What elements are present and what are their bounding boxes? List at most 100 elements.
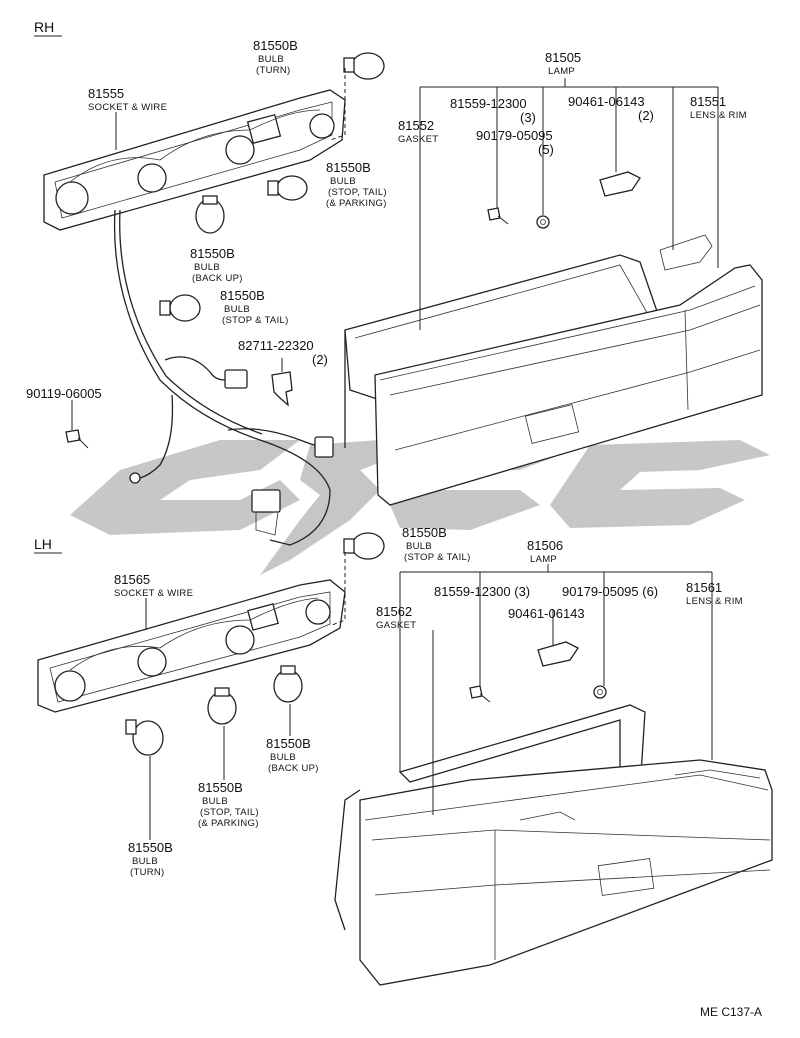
svg-text:BULB: BULB [132, 856, 158, 867]
svg-text:81505: 81505 [545, 50, 581, 65]
svg-text:81552: 81552 [398, 118, 434, 133]
svg-text:BULB: BULB [258, 54, 284, 65]
svg-text:81562: 81562 [376, 604, 412, 619]
section-label-lh: LH [34, 536, 62, 554]
lh-bulb-back-up-label: 81550B BULB (BACK UP) [266, 736, 319, 774]
svg-text:(BACK UP): (BACK UP) [192, 273, 243, 284]
rh-lens-label: 81551 LENS & RIM [690, 94, 747, 121]
lh-gasket-label: 81562 GASKET [376, 604, 416, 631]
lh-screw-shape [469, 685, 491, 703]
rh-connector-3 [251, 489, 281, 536]
lh-bulb-turn-shape [125, 719, 164, 756]
rh-lens-rim-shape [374, 234, 763, 506]
watermark-shape-4 [550, 440, 770, 528]
lh-lamp-label: 81506 LAMP [527, 538, 563, 565]
svg-text:81559-12300 (3): 81559-12300 (3) [434, 584, 530, 599]
rh-socket-plate [43, 89, 346, 231]
rh-screw-label: 81559-12300 (3) [450, 96, 536, 125]
svg-text:LENS & RIM: LENS & RIM [690, 110, 747, 121]
svg-text:BULB: BULB [406, 541, 432, 552]
rh-bulb-turn-label: 81550B BULB (TURN) [253, 38, 298, 76]
svg-text:90119-06005: 90119-06005 [26, 386, 102, 401]
rh-bulb-back-up-label: 81550B BULB (BACK UP) [190, 246, 243, 284]
rh-bolt-shape [65, 429, 89, 449]
svg-text:81555: 81555 [88, 86, 124, 101]
rh-bulb-back-up-shape [195, 195, 225, 234]
rh-bulb-turn-shape [343, 52, 385, 80]
svg-text:(& PARKING): (& PARKING) [198, 818, 259, 829]
lh-bulb-turn-label: 81550B BULB (TURN) [128, 840, 173, 878]
rh-clip-label: 90461-06143 (2) [568, 94, 654, 123]
rh-clip-shape [599, 171, 641, 197]
lh-clip-shape [537, 641, 579, 667]
rh-bulb-stop-tail-shape [159, 294, 201, 322]
svg-text:BULB: BULB [224, 304, 250, 315]
svg-text:81506: 81506 [527, 538, 563, 553]
svg-text:81550B: 81550B [326, 160, 371, 175]
lh-bulb-back-up-shape [273, 665, 303, 703]
svg-text:81561: 81561 [686, 580, 722, 595]
svg-text:81550B: 81550B [253, 38, 298, 53]
svg-text:81550B: 81550B [128, 840, 173, 855]
svg-text:90461-06143: 90461-06143 [568, 94, 645, 109]
svg-text:81565: 81565 [114, 572, 150, 587]
svg-text:81559-12300: 81559-12300 [450, 96, 527, 111]
svg-text:LAMP: LAMP [530, 554, 557, 565]
lh-clip-label: 90461-06143 [508, 606, 585, 621]
svg-text:(STOP, TAIL): (STOP, TAIL) [200, 807, 259, 818]
svg-text:LH: LH [34, 536, 52, 552]
svg-text:BULB: BULB [270, 752, 296, 763]
lh-bulb-stop-tail-parking-shape [207, 687, 237, 725]
rh-connector-1 [224, 369, 248, 389]
rh-connector-2 [314, 436, 334, 458]
rh-socket-label: 81555 SOCKET & WIRE [88, 86, 167, 113]
rh-lamp-label: 81505 LAMP [545, 50, 581, 77]
svg-text:90179-05095: 90179-05095 [476, 128, 553, 143]
svg-text:(BACK UP): (BACK UP) [268, 763, 319, 774]
lh-bulb-stop-tail-center-label: 81550B BULB (STOP & TAIL) [402, 525, 471, 563]
svg-text:BULB: BULB [330, 176, 356, 187]
rh-bulb-stop-tail-parking-label: 81550B BULB (STOP, TAIL) (& PARKING) [326, 160, 387, 209]
svg-text:RH: RH [34, 19, 54, 35]
watermark-shape-2 [260, 440, 400, 575]
section-label-rh: RH [34, 19, 62, 37]
svg-text:(2): (2) [638, 108, 654, 123]
lh-socket-plate [37, 579, 346, 713]
rh-screw-shape [487, 207, 509, 225]
lh-screw-label: 81559-12300 (3) [434, 584, 530, 599]
rh-connector-label: 82711-22320 (2) [238, 338, 328, 367]
lh-bulb-stop-tail-center-shape [343, 532, 385, 560]
leader-lines [71, 78, 719, 840]
svg-text:81550B: 81550B [402, 525, 447, 540]
svg-text:(STOP, TAIL): (STOP, TAIL) [328, 187, 387, 198]
rh-bulb-stop-tail-label: 81550B BULB (STOP & TAIL) [220, 288, 289, 326]
svg-text:82711-22320: 82711-22320 [238, 338, 314, 353]
svg-text:(3): (3) [520, 110, 536, 125]
rh-bulb-stop-tail-parking-shape [267, 175, 308, 201]
svg-text:(TURN): (TURN) [130, 867, 165, 878]
rh-nut-shape [536, 215, 550, 229]
svg-text:GASKET: GASKET [398, 134, 438, 145]
svg-text:81550B: 81550B [266, 736, 311, 751]
diagram-code: ME C137-A [700, 1005, 762, 1019]
svg-text:(TURN): (TURN) [256, 65, 291, 76]
rh-ground-terminal [129, 472, 141, 484]
svg-text:(STOP & TAIL): (STOP & TAIL) [222, 315, 289, 326]
svg-text:81550B: 81550B [198, 780, 243, 795]
lh-nut-shape [593, 685, 607, 699]
watermark-shape-1 [70, 440, 300, 535]
svg-text:LENS & RIM: LENS & RIM [686, 596, 743, 607]
svg-text:90179-05095 (6): 90179-05095 (6) [562, 584, 658, 599]
svg-text:(STOP & TAIL): (STOP & TAIL) [404, 552, 471, 563]
svg-text:GASKET: GASKET [376, 620, 416, 631]
svg-text:SOCKET & WIRE: SOCKET & WIRE [114, 588, 193, 599]
svg-text:81550B: 81550B [190, 246, 235, 261]
rh-nut-label: 90179-05095 (5) [476, 128, 554, 157]
rh-gasket-label: 81552 GASKET [398, 118, 438, 145]
svg-text:81550B: 81550B [220, 288, 265, 303]
lh-socket-label: 81565 SOCKET & WIRE [114, 572, 193, 599]
svg-text:(& PARKING): (& PARKING) [326, 198, 387, 209]
svg-text:90461-06143: 90461-06143 [508, 606, 585, 621]
rh-connector-clip-shape [271, 371, 293, 407]
